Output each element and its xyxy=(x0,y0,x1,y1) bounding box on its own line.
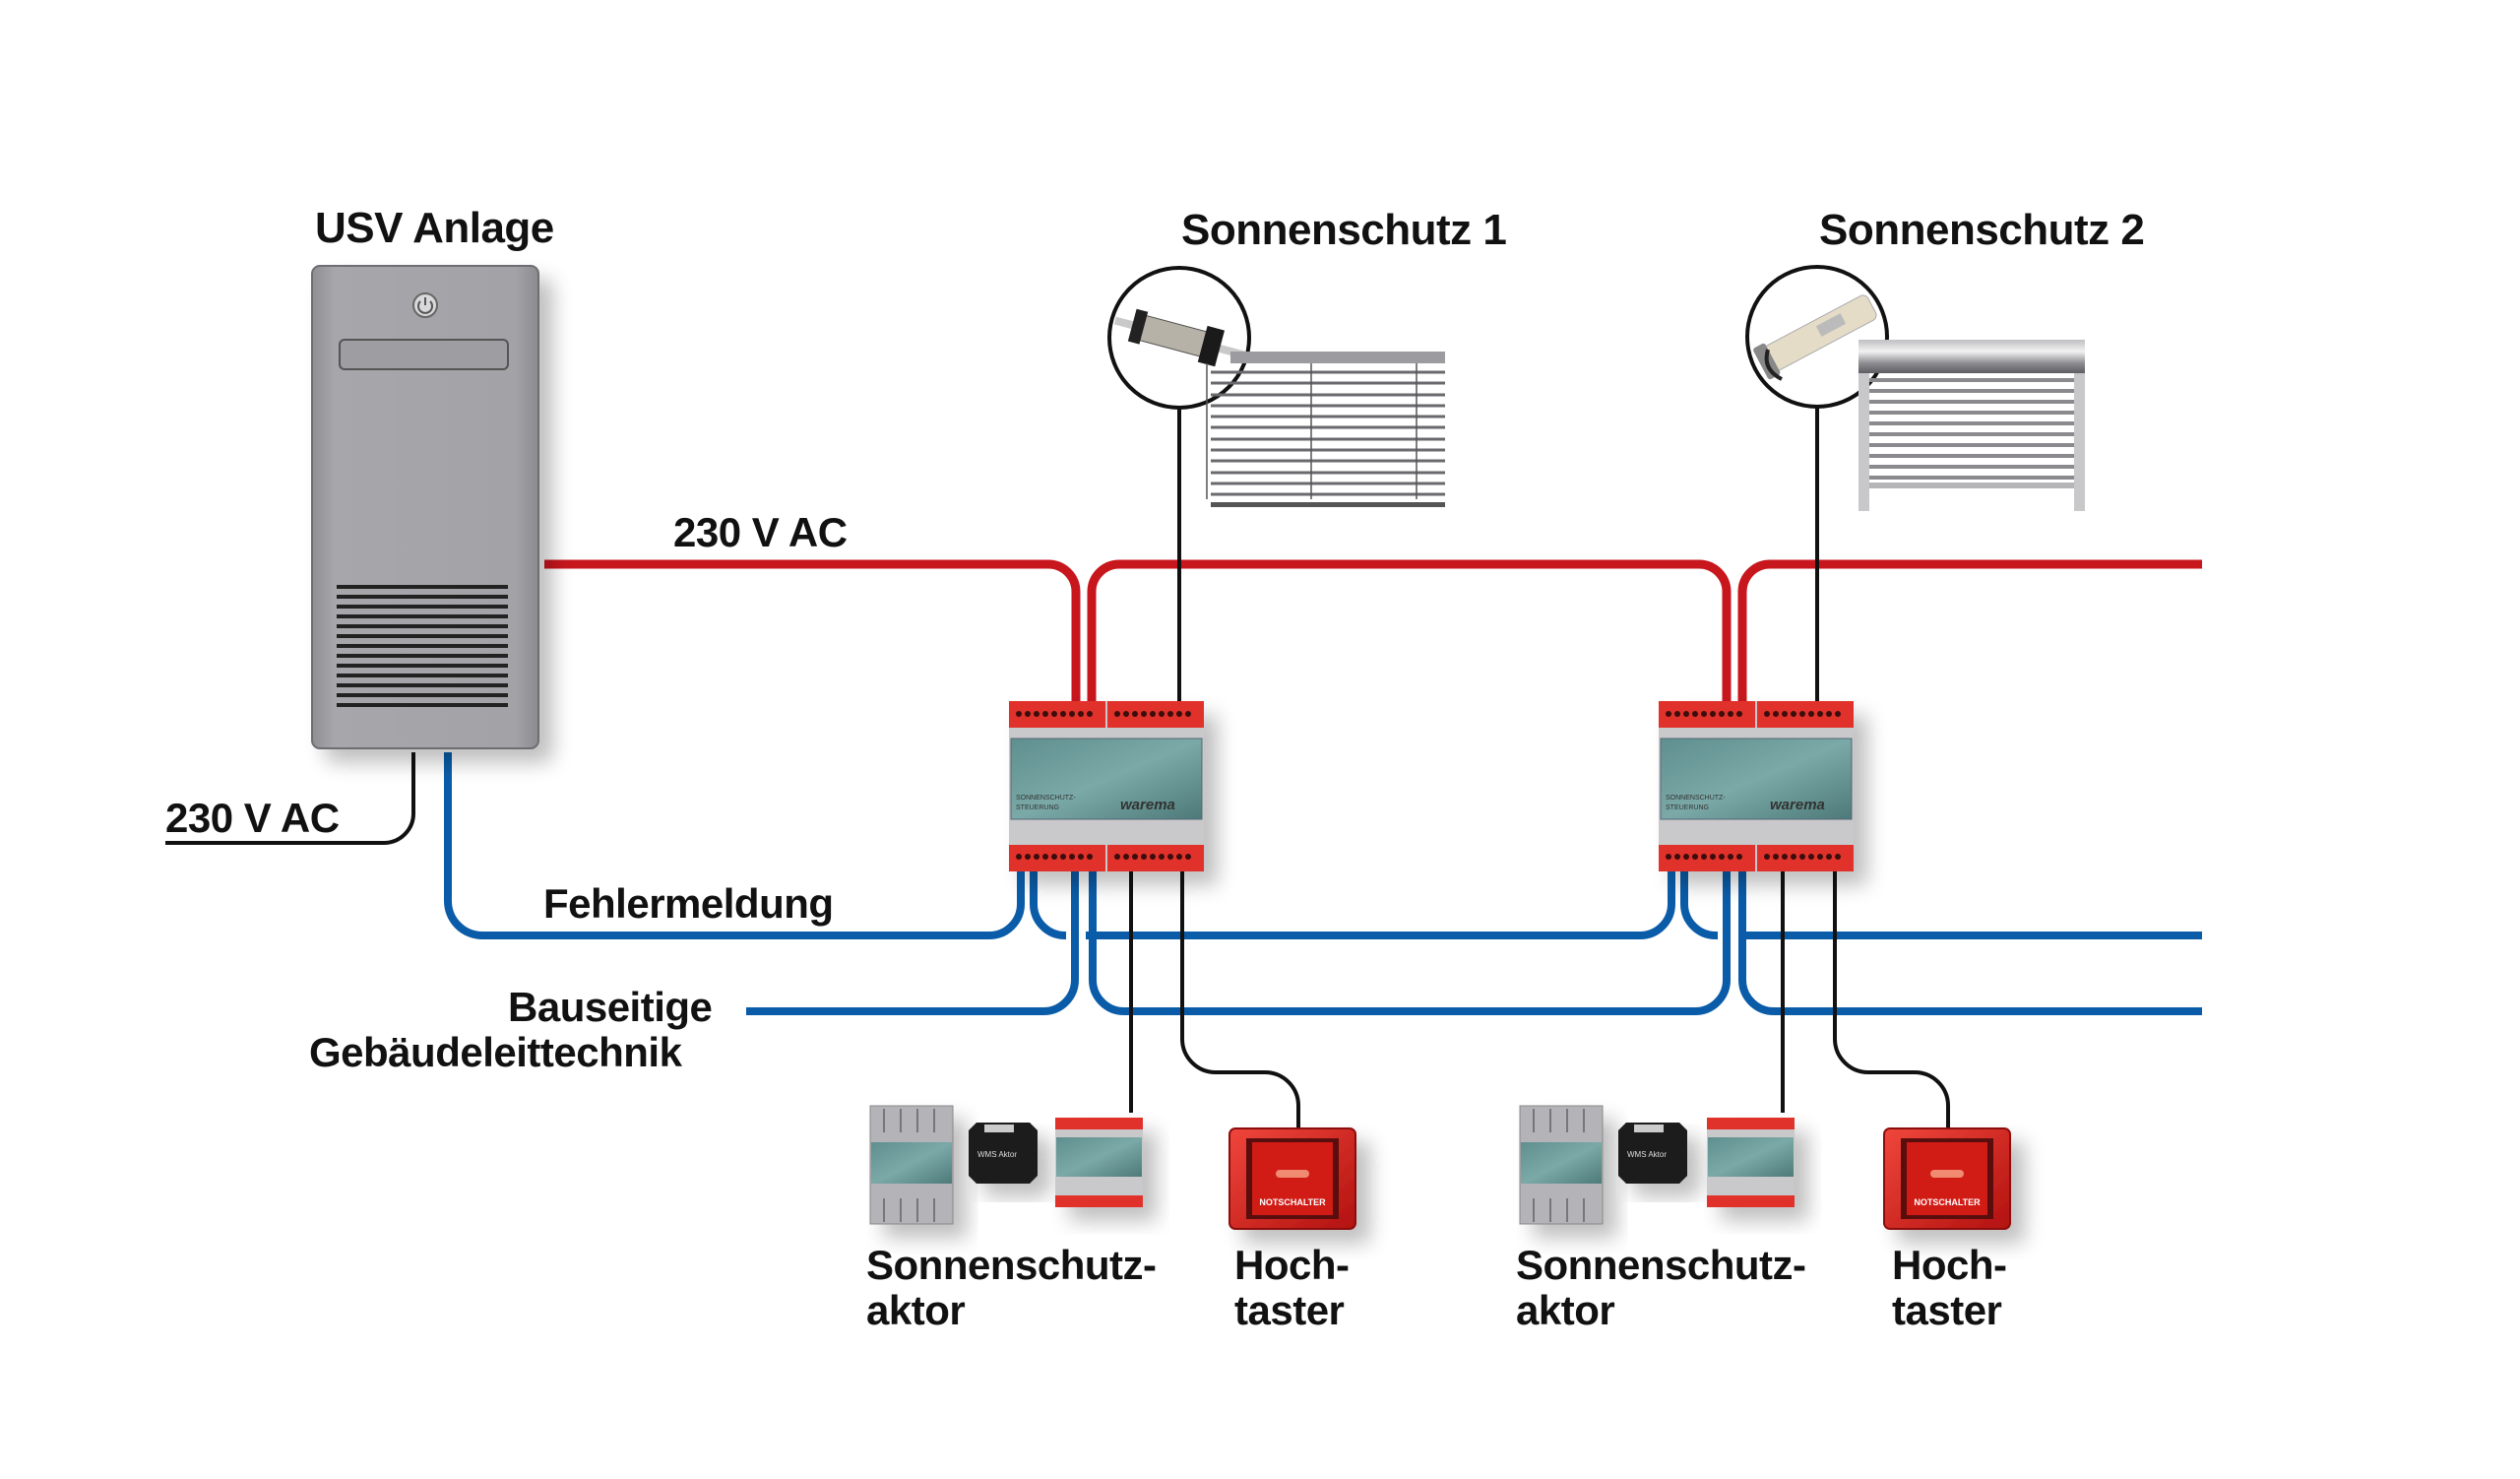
power-input-line xyxy=(165,752,415,845)
emergency-button-icon: NOTSCHALTER xyxy=(1228,1127,1356,1230)
brand-logo: warema xyxy=(1770,797,1825,813)
controller-product-text: SONNENSCHUTZ- xyxy=(1016,795,1076,802)
power-main-label: 230 V AC xyxy=(673,509,848,555)
error-signal-line xyxy=(444,752,1025,939)
din-actuator-grey xyxy=(1519,1105,1604,1225)
button-line-1 xyxy=(1180,871,1300,1127)
power-input-label: 230 V AC xyxy=(165,795,340,841)
shading-2-title: Sonnenschutz 2 xyxy=(1819,206,2145,254)
tubular-motor-icon-2 xyxy=(1745,265,1889,409)
controller-product-text: SONNENSCHUTZ- xyxy=(1666,795,1726,802)
signal-lines xyxy=(444,752,2202,1015)
ups-title: USV Anlage xyxy=(315,204,554,252)
venetian-blind-icon xyxy=(1206,352,1445,507)
button-label-1-line1: Hoch- xyxy=(1234,1242,1350,1288)
brand-logo: warema xyxy=(1120,797,1175,813)
actuator-group-2: WMS Aktor NOTSCHALTER xyxy=(1519,1105,2011,1230)
wms-actuator: WMS Aktor xyxy=(1618,1123,1687,1184)
ups-display-slot xyxy=(339,339,509,370)
actuator-group-1: WMS Aktor NOTSCHALTER xyxy=(869,1105,1356,1230)
wms-actuator-label: WMS Aktor xyxy=(977,1150,1017,1159)
bms-line xyxy=(746,871,1079,1015)
emergency-button-text: NOTSCHALTER xyxy=(1914,1197,1981,1207)
wms-actuator: WMS Aktor xyxy=(969,1123,1038,1184)
button-line-2 xyxy=(1833,871,1950,1127)
bms-bus-segment xyxy=(1089,871,1731,1015)
wms-actuator-label: WMS Aktor xyxy=(1627,1150,1667,1159)
power-line-segment xyxy=(1087,559,1732,701)
terminal-dots xyxy=(1016,711,1191,860)
controller-product-text: STEUERUNG xyxy=(1666,804,1709,811)
error-bus-segment xyxy=(1680,871,1718,939)
button-label-2-line2: taster xyxy=(1892,1287,2002,1333)
shading-controller-2: SONNENSCHUTZ- STEUERUNG warema xyxy=(1659,701,1854,871)
din-actuator-red xyxy=(1707,1118,1795,1207)
button-label-1-line2: taster xyxy=(1234,1287,1345,1333)
power-input-underline xyxy=(165,841,384,845)
error-bus-segment xyxy=(1030,871,1066,939)
roller-shutter-icon xyxy=(1858,340,2085,511)
error-bus-segment xyxy=(1086,871,1675,939)
din-actuator-grey xyxy=(869,1105,954,1225)
bms-bus-segment xyxy=(1738,871,2202,1015)
actuator-label-1-line2: aktor xyxy=(866,1287,966,1333)
tubular-motor-icon-1 xyxy=(1107,266,1251,410)
actuator-label-2-line1: Sonnenschutz- xyxy=(1516,1242,1806,1288)
din-actuator-red xyxy=(1055,1118,1143,1207)
error-signal-label: Fehlermeldung xyxy=(543,880,834,927)
actuator-label-1-line1: Sonnenschutz- xyxy=(866,1242,1157,1288)
power-line-segment xyxy=(1737,559,2202,701)
motor-lines xyxy=(1177,408,1819,701)
bms-label-line1: Bauseitige xyxy=(508,984,713,1030)
terminal-dots xyxy=(1666,711,1841,860)
actuator-label-2-line2: aktor xyxy=(1516,1287,1615,1333)
control-lines xyxy=(1129,871,1950,1127)
controller-product-text: STEUERUNG xyxy=(1016,804,1059,811)
emergency-button-icon: NOTSCHALTER xyxy=(1883,1127,2011,1230)
emergency-button-text: NOTSCHALTER xyxy=(1259,1197,1326,1207)
bms-label-line2: Gebäudeleittechnik xyxy=(309,1029,682,1075)
shading-1-title: Sonnenschutz 1 xyxy=(1181,206,1507,254)
button-label-2-line1: Hoch- xyxy=(1892,1242,2007,1288)
power-icon xyxy=(412,292,438,318)
shading-controller-1: SONNENSCHUTZ- STEUERUNG warema xyxy=(1009,701,1204,871)
ups-vent-grille xyxy=(337,585,508,707)
ups-unit xyxy=(311,265,539,749)
power-line-230vac xyxy=(544,559,2202,701)
power-line-segment xyxy=(544,559,1081,701)
